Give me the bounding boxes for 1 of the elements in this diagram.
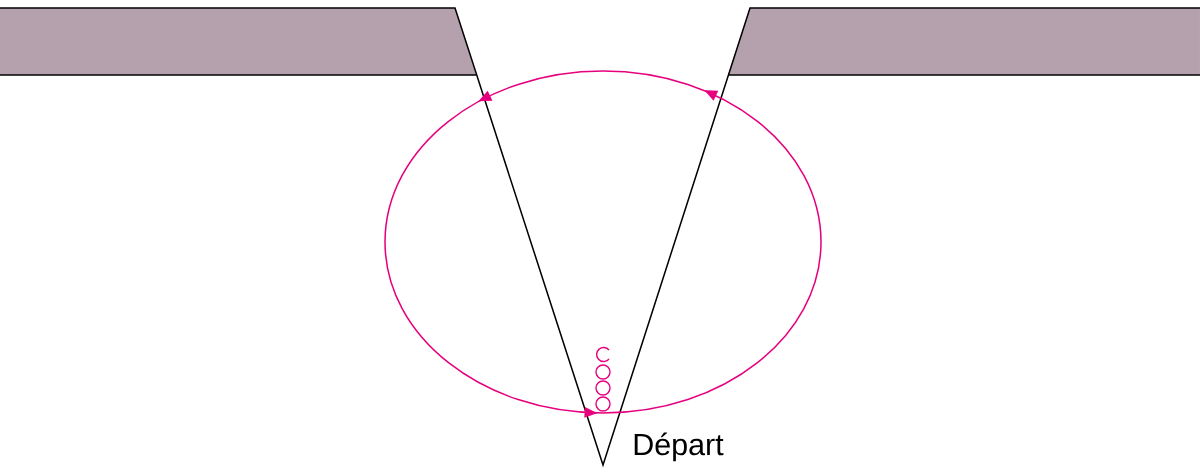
start-label: Départ (634, 432, 724, 462)
